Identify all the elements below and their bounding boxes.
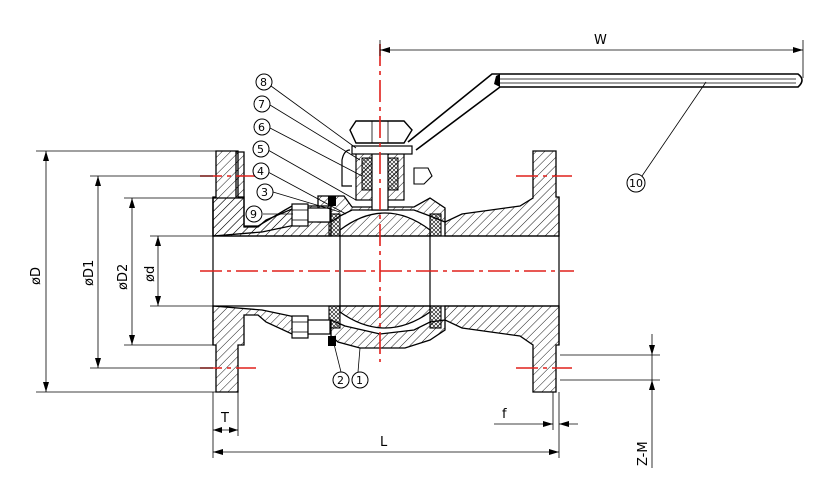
svg-text:1: 1: [356, 374, 363, 387]
svg-text:5: 5: [257, 143, 264, 156]
dim-w-label: W: [594, 33, 607, 48]
dim-f-label: f: [502, 407, 507, 422]
svg-text:10: 10: [629, 177, 643, 190]
stem-nut: [349, 120, 413, 144]
callout-6: 6: [253, 118, 271, 136]
dim-d1-label: øD1: [82, 260, 97, 286]
callouts: 8 7 6 5 4 3 9 2: [245, 73, 707, 389]
ball-upper-section: [339, 212, 431, 237]
dim-d-label: øD: [29, 267, 44, 285]
callout-5: 5: [252, 140, 270, 158]
lever-bracket: [341, 149, 352, 187]
dim-t-label: T: [220, 411, 229, 426]
gasket-lower: [328, 336, 336, 346]
packing-left: [361, 157, 373, 191]
svg-text:8: 8: [260, 76, 267, 89]
right-flange-lower: [444, 305, 560, 393]
callout-4: 4: [252, 162, 270, 180]
callout-2: 2: [332, 371, 350, 389]
right-flange-upper: [444, 150, 560, 237]
body-bolts: [291, 196, 336, 346]
dimensions: W øD øD1 øD2 ød T L: [29, 33, 804, 468]
svg-text:9: 9: [250, 208, 257, 221]
svg-text:7: 7: [258, 98, 265, 111]
svg-text:2: 2: [337, 374, 344, 387]
handle-lever: [407, 73, 803, 151]
ball-lower-section: [339, 305, 431, 329]
callout-1: 1: [351, 371, 369, 389]
bolt-lower-head: [291, 315, 309, 339]
gland-washer: [351, 145, 413, 155]
seat-right-upper: [429, 213, 442, 237]
svg-text:4: 4: [257, 165, 264, 178]
callout-9: 9: [245, 205, 263, 223]
seat-left-lower: [328, 305, 341, 329]
dim-bore-label: ød: [143, 266, 158, 282]
callout-8: 8: [255, 73, 273, 91]
dim-d2-label: øD2: [116, 264, 131, 290]
bolt-upper-head: [291, 203, 309, 227]
stem-assembly: [341, 120, 433, 211]
left-flange-upper: [212, 150, 301, 237]
seats: [328, 213, 442, 329]
seat-right-lower: [429, 305, 442, 329]
seat-left-upper: [328, 213, 341, 237]
gasket-upper: [328, 196, 336, 206]
handle-outline: [407, 73, 803, 151]
callout-3: 3: [256, 183, 274, 201]
dim-l-label: L: [380, 435, 388, 450]
left-flange-lower: [212, 305, 301, 393]
svg-text:3: 3: [261, 186, 268, 199]
stop-pin: [413, 167, 433, 185]
callout-10: 10: [626, 173, 646, 193]
svg-text:6: 6: [258, 121, 265, 134]
callout-7: 7: [253, 95, 271, 113]
bolt-upper-shank: [307, 207, 331, 223]
bolt-lower-shank: [307, 319, 331, 335]
packing-right: [387, 157, 399, 191]
dim-zm-label: Z-M: [636, 441, 651, 466]
